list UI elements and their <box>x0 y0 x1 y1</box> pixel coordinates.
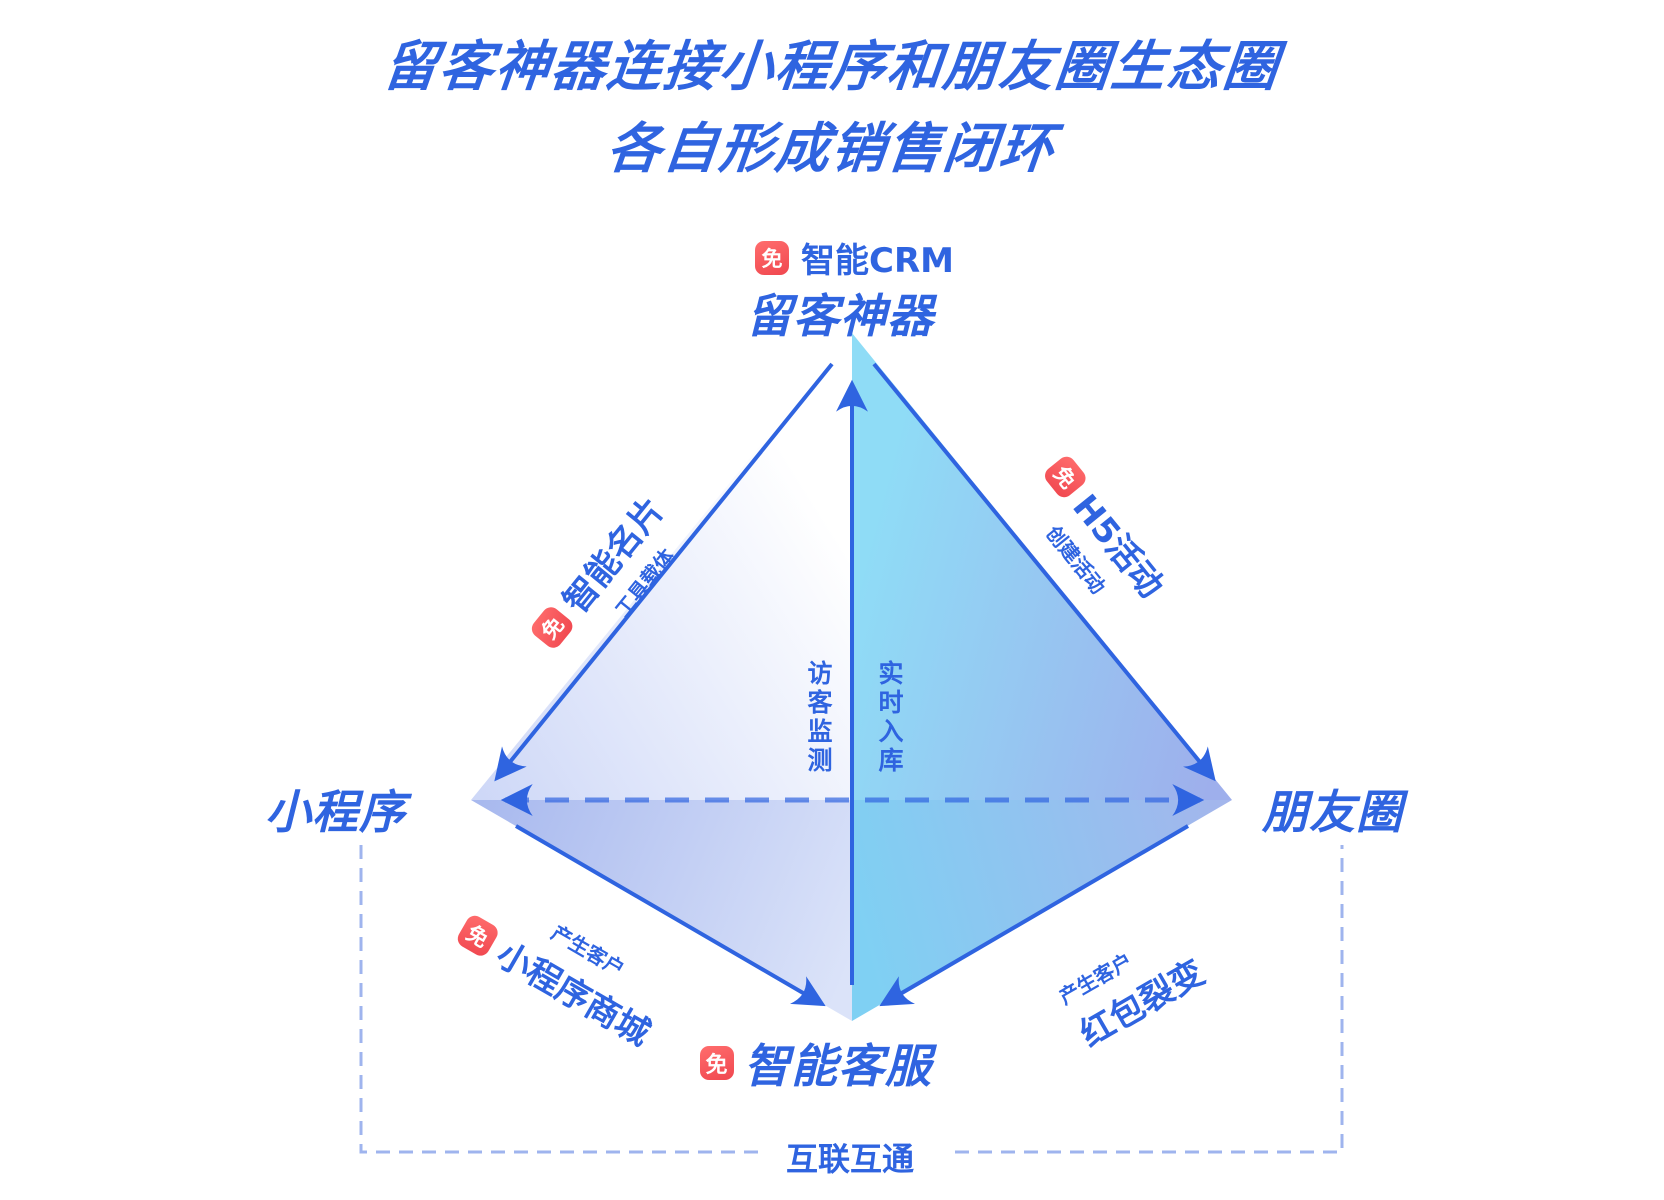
center-label-visitor-monitor: 访客监测 <box>804 660 833 776</box>
node-left-miniprogram: 小程序 <box>265 785 406 839</box>
arrow-right-to-bottom <box>879 824 1190 1007</box>
node-bottom-label: 智能客服 <box>744 1039 932 1093</box>
arrow-top-to-right <box>872 362 1216 782</box>
center-label-realtime-storage: 实时入库 <box>875 660 904 776</box>
arrow-top-to-left <box>494 362 834 782</box>
arrow-left-to-bottom <box>514 824 826 1007</box>
interconnect-bracket-left <box>359 845 760 1154</box>
face-top-left <box>471 333 852 800</box>
node-bottom: 免 智能客服 <box>700 1030 932 1096</box>
interconnect-bracket-right <box>955 845 1344 1154</box>
free-badge-icon: 免 <box>755 240 789 275</box>
top-node-tool: 免 智能CRM <box>755 233 954 282</box>
free-badge-icon: 免 <box>700 1046 734 1080</box>
node-right-moments: 朋友圈 <box>1262 785 1403 839</box>
node-top-liuke: 留客神器 <box>746 289 934 343</box>
interconnect-label: 互联互通 <box>786 1140 915 1178</box>
top-node-tool-label: 智能CRM <box>801 241 954 281</box>
